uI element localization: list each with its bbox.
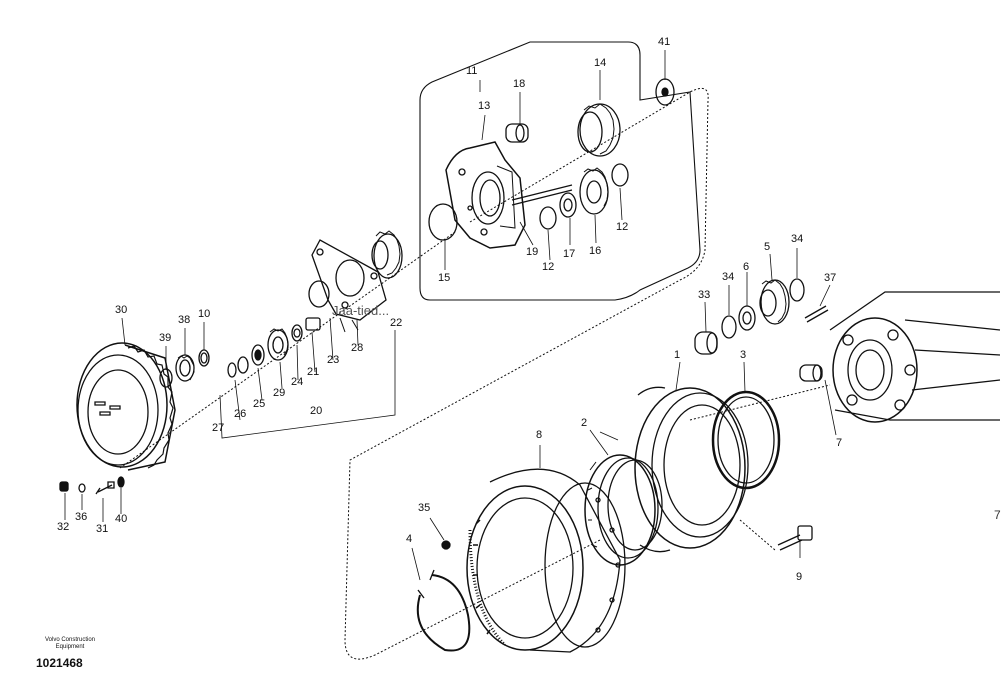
brand-line2: Equipment	[55, 644, 85, 650]
part-34-ring-a	[722, 316, 736, 338]
part-22-plate	[312, 240, 386, 332]
part-32-plug	[60, 482, 68, 491]
label-31: 31	[96, 523, 109, 535]
part-12-washer-a	[540, 207, 556, 229]
label-7: 7	[836, 437, 843, 449]
label-17: 17	[563, 248, 576, 260]
label-19: 19	[526, 246, 539, 258]
part-37-pin	[805, 306, 828, 322]
label-41: 41	[658, 36, 671, 48]
label-28: 28	[351, 342, 364, 354]
part-24-ring	[292, 325, 302, 341]
part-40-washer	[118, 477, 124, 487]
label-16: 16	[589, 245, 602, 257]
part-1-flange	[635, 387, 748, 551]
label-21: 21	[307, 366, 320, 378]
label-10: 10	[198, 308, 211, 320]
part-23-oring	[309, 281, 329, 307]
part-34-ring-b	[790, 279, 804, 301]
part-35-plug	[442, 541, 450, 549]
edge-mark: 7	[994, 508, 1001, 522]
drawing-number: 1021468	[36, 656, 83, 670]
leader-lines	[65, 50, 836, 580]
part-5-gear	[760, 280, 789, 324]
label-27: 27	[212, 422, 225, 434]
part-21-sleeve	[306, 318, 320, 330]
part-39-ring	[160, 369, 172, 387]
label-3: 3	[740, 349, 747, 361]
label-34b: 34	[791, 233, 804, 245]
label-13: 13	[478, 100, 491, 112]
label-30: 30	[115, 304, 128, 316]
label-39: 39	[159, 332, 172, 344]
part-22-gear	[372, 231, 402, 278]
part-9-bolt	[778, 526, 812, 550]
label-34a: 34	[722, 271, 735, 283]
part-33-sleeve	[695, 332, 717, 354]
part-14-gear	[578, 104, 620, 156]
label-25: 25	[253, 398, 266, 410]
label-36: 36	[75, 511, 88, 523]
part-12-washer-b	[612, 164, 628, 186]
part-19-shaft	[512, 185, 572, 205]
label-38: 38	[178, 314, 191, 326]
hub-housing	[830, 292, 1000, 422]
part-30-cover	[77, 343, 175, 470]
brand-line1: Volvo Construction	[44, 637, 96, 643]
label-14: 14	[594, 57, 607, 69]
label-40: 40	[115, 513, 128, 525]
label-6: 6	[743, 261, 750, 273]
part-8-drum	[467, 469, 625, 652]
label-20: 20	[310, 405, 323, 417]
assembly-axis-line	[120, 88, 708, 659]
label-1: 1	[674, 349, 681, 361]
part-36-washer	[79, 484, 85, 492]
label-23: 23	[327, 354, 340, 366]
part-2-bearing	[585, 455, 662, 565]
label-5: 5	[764, 241, 771, 253]
part-38-gear	[176, 355, 194, 381]
brand-label: Volvo Construction Equipment	[30, 637, 110, 651]
label-9: 9	[796, 571, 803, 583]
part-6-bearing	[739, 306, 755, 330]
label-11: 11	[466, 65, 478, 77]
part-17-bearing	[560, 193, 576, 217]
label-22: 22	[390, 317, 403, 329]
part-25-bearing	[252, 345, 264, 365]
part-27-ring	[228, 363, 236, 377]
overlay-text: Jaa-tied...	[332, 303, 390, 318]
label-18: 18	[513, 78, 526, 90]
label-15: 15	[438, 272, 451, 284]
group-11-box	[420, 42, 700, 300]
label-12b: 12	[616, 221, 629, 233]
part-31-bolt	[96, 482, 114, 494]
label-4: 4	[406, 533, 413, 545]
label-12a: 12	[542, 261, 555, 273]
label-8: 8	[536, 429, 543, 441]
part-29-gear	[268, 329, 288, 360]
part-4-snap-ring	[418, 570, 470, 651]
part-41-washer	[656, 79, 674, 105]
label-24: 24	[291, 376, 304, 388]
label-33: 33	[698, 289, 711, 301]
part-13-carrier	[446, 142, 525, 248]
label-2: 2	[581, 417, 588, 429]
part-18-pin	[506, 124, 528, 142]
label-32: 32	[57, 521, 70, 533]
part-3-seal	[713, 392, 779, 488]
part-26-ring	[238, 357, 248, 373]
label-26: 26	[234, 408, 247, 420]
part-10-ring	[199, 350, 209, 366]
label-37: 37	[824, 272, 837, 284]
part-7-pin	[800, 365, 822, 381]
label-29: 29	[273, 387, 286, 399]
label-35: 35	[418, 502, 431, 514]
part-16-gear	[580, 168, 608, 214]
